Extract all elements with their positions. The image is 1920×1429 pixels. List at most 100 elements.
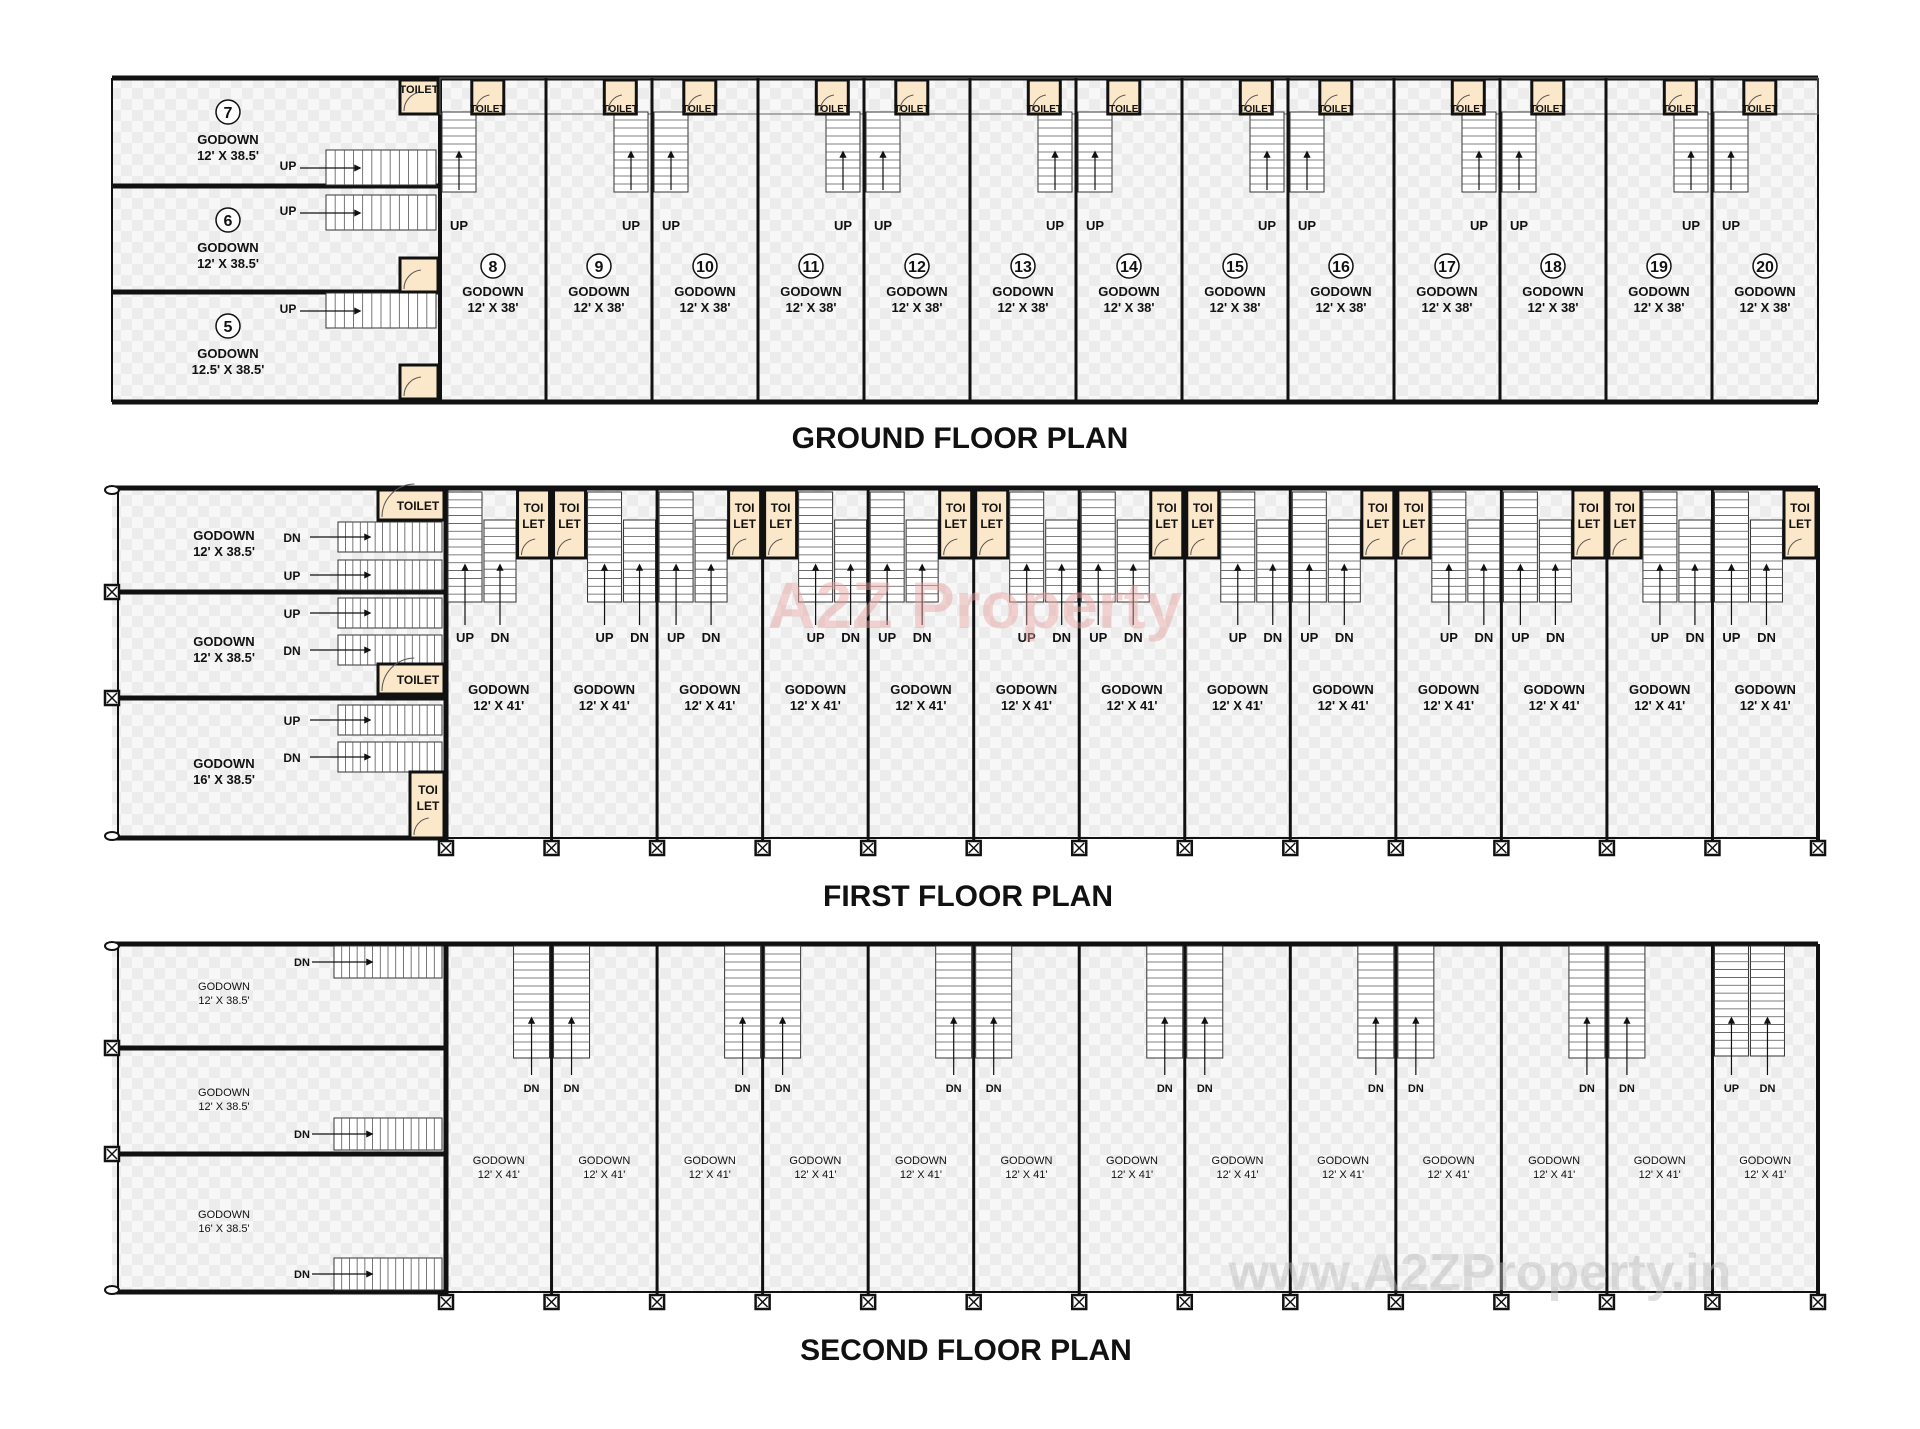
unit-name: GODOWN — [193, 756, 254, 771]
unit-name: GODOWN — [1207, 682, 1268, 697]
column-cross — [1073, 842, 1085, 854]
unit-name: GODOWN — [1528, 1155, 1580, 1167]
unit-number: 13 — [1014, 259, 1032, 276]
toilet-room — [376, 488, 446, 522]
stair-direction-label: UP — [284, 569, 301, 583]
column-cross — [106, 1148, 118, 1160]
door-swing-icon — [557, 538, 572, 556]
column-cross — [106, 1042, 118, 1054]
unit-name: GODOWN — [679, 682, 740, 697]
stair-direction-label: UP — [1046, 218, 1064, 233]
toilet-label: TOILET — [1742, 104, 1777, 115]
stair-direction-label: DN — [294, 1129, 310, 1141]
column-cross — [862, 1296, 874, 1308]
toilet-label: TOILET — [1451, 104, 1486, 115]
stair-direction-label: UP — [1682, 218, 1700, 233]
unit-toilet: TOILET — [1360, 488, 1396, 560]
stair-direction-label: DN — [1157, 1083, 1173, 1095]
column-cross — [106, 692, 118, 704]
unit-toilet: TOILET — [1318, 78, 1353, 116]
unit-number: 8 — [489, 259, 498, 276]
column-cross — [1284, 842, 1296, 854]
column-cross — [862, 842, 874, 854]
unit-name: GODOWN — [462, 284, 523, 299]
unit-name: GODOWN — [468, 682, 529, 697]
unit-size: 12' X 38' — [1528, 300, 1579, 315]
stair-direction-label: UP — [1258, 218, 1276, 233]
column-cross — [1390, 1296, 1402, 1308]
column-icon — [1387, 1293, 1405, 1311]
column-icon — [754, 839, 771, 857]
unit-number-circle — [215, 99, 241, 125]
door-swing-icon — [732, 538, 747, 556]
column-cross — [1284, 1296, 1296, 1308]
unit-size: 12' X 38.5' — [197, 148, 259, 163]
unit-toilet: TOILET — [1239, 78, 1274, 116]
unit-size: 12' X 41' — [478, 1169, 520, 1181]
column-icon — [1704, 839, 1721, 857]
toilet-room — [398, 256, 440, 294]
door-swing-icon — [943, 538, 958, 556]
toilet-room — [1149, 488, 1185, 560]
stair-direction-label: UP — [1722, 218, 1740, 233]
column-cross — [1812, 1296, 1824, 1308]
door-swing-icon — [413, 817, 429, 836]
column-cross — [1390, 842, 1402, 854]
unit-name: GODOWN — [197, 132, 258, 147]
unit-name: GODOWN — [1317, 1155, 1369, 1167]
unit-size: 12' X 41' — [1107, 698, 1158, 713]
column-icon — [103, 1145, 121, 1163]
stair-direction-label: UP — [596, 630, 614, 645]
left-staircase — [325, 194, 437, 231]
column-cross — [757, 842, 769, 854]
unit-size: 12' X 41' — [900, 1169, 942, 1181]
stair-direction-label: UP — [1089, 630, 1107, 645]
stair-direction-label: UP — [874, 218, 892, 233]
left-toilet: TOILET — [376, 657, 446, 696]
unit-staircase — [905, 519, 939, 603]
door-swing-icon — [1535, 94, 1550, 112]
toilet-room — [1530, 78, 1566, 116]
unit-number-circle — [586, 253, 612, 279]
toilet-room — [470, 78, 506, 116]
unit-number: 10 — [696, 259, 714, 276]
unit-number: 12 — [908, 259, 926, 276]
unit-name: GODOWN — [568, 284, 629, 299]
unit-name: GODOWN — [992, 284, 1053, 299]
door-swing-icon — [1323, 94, 1338, 112]
column-cross — [546, 1296, 558, 1308]
unit-size: 12' X 38.5' — [198, 1101, 249, 1113]
column-icon — [103, 689, 121, 707]
toilet-room — [894, 78, 930, 116]
unit-number: 16 — [1332, 259, 1350, 276]
stair-direction-label: UP — [1229, 630, 1247, 645]
unit-number: 20 — [1756, 259, 1774, 276]
unit-name: GODOWN — [197, 240, 258, 255]
unit-toilet: TOILET — [470, 78, 506, 116]
unit-name: GODOWN — [1423, 1155, 1475, 1167]
unit-name: GODOWN — [1101, 682, 1162, 697]
unit-toilet: TOILET — [516, 488, 552, 560]
column-cross — [1179, 1296, 1191, 1308]
toilet-label: LET — [980, 517, 1003, 531]
door-swing-icon — [1031, 94, 1047, 112]
unit-size: 12' X 41' — [583, 1169, 625, 1181]
stair-direction-label: UP — [834, 218, 852, 233]
column-icon — [1493, 839, 1510, 857]
left-toilet: TOILET — [408, 770, 446, 840]
toilet-room — [398, 78, 440, 116]
door-swing-icon — [768, 538, 783, 556]
column-icon — [437, 1293, 455, 1311]
unit-number-circle — [1010, 253, 1036, 279]
door-swing-icon — [1365, 538, 1380, 556]
toilet-room — [1450, 78, 1486, 116]
stair-direction-label: UP — [807, 630, 825, 645]
unit-size: 12' X 41' — [1212, 698, 1263, 713]
unit-size: 12' X 41' — [1740, 698, 1791, 713]
toilet-label: TOILET — [894, 104, 929, 115]
toilet-label: LET — [1403, 517, 1426, 531]
stair-direction-label: UP — [284, 607, 301, 621]
toilet-label: TOI — [418, 783, 438, 797]
toilet-label: TOILET — [1239, 104, 1274, 115]
unit-size: 12' X 41' — [1423, 698, 1474, 713]
